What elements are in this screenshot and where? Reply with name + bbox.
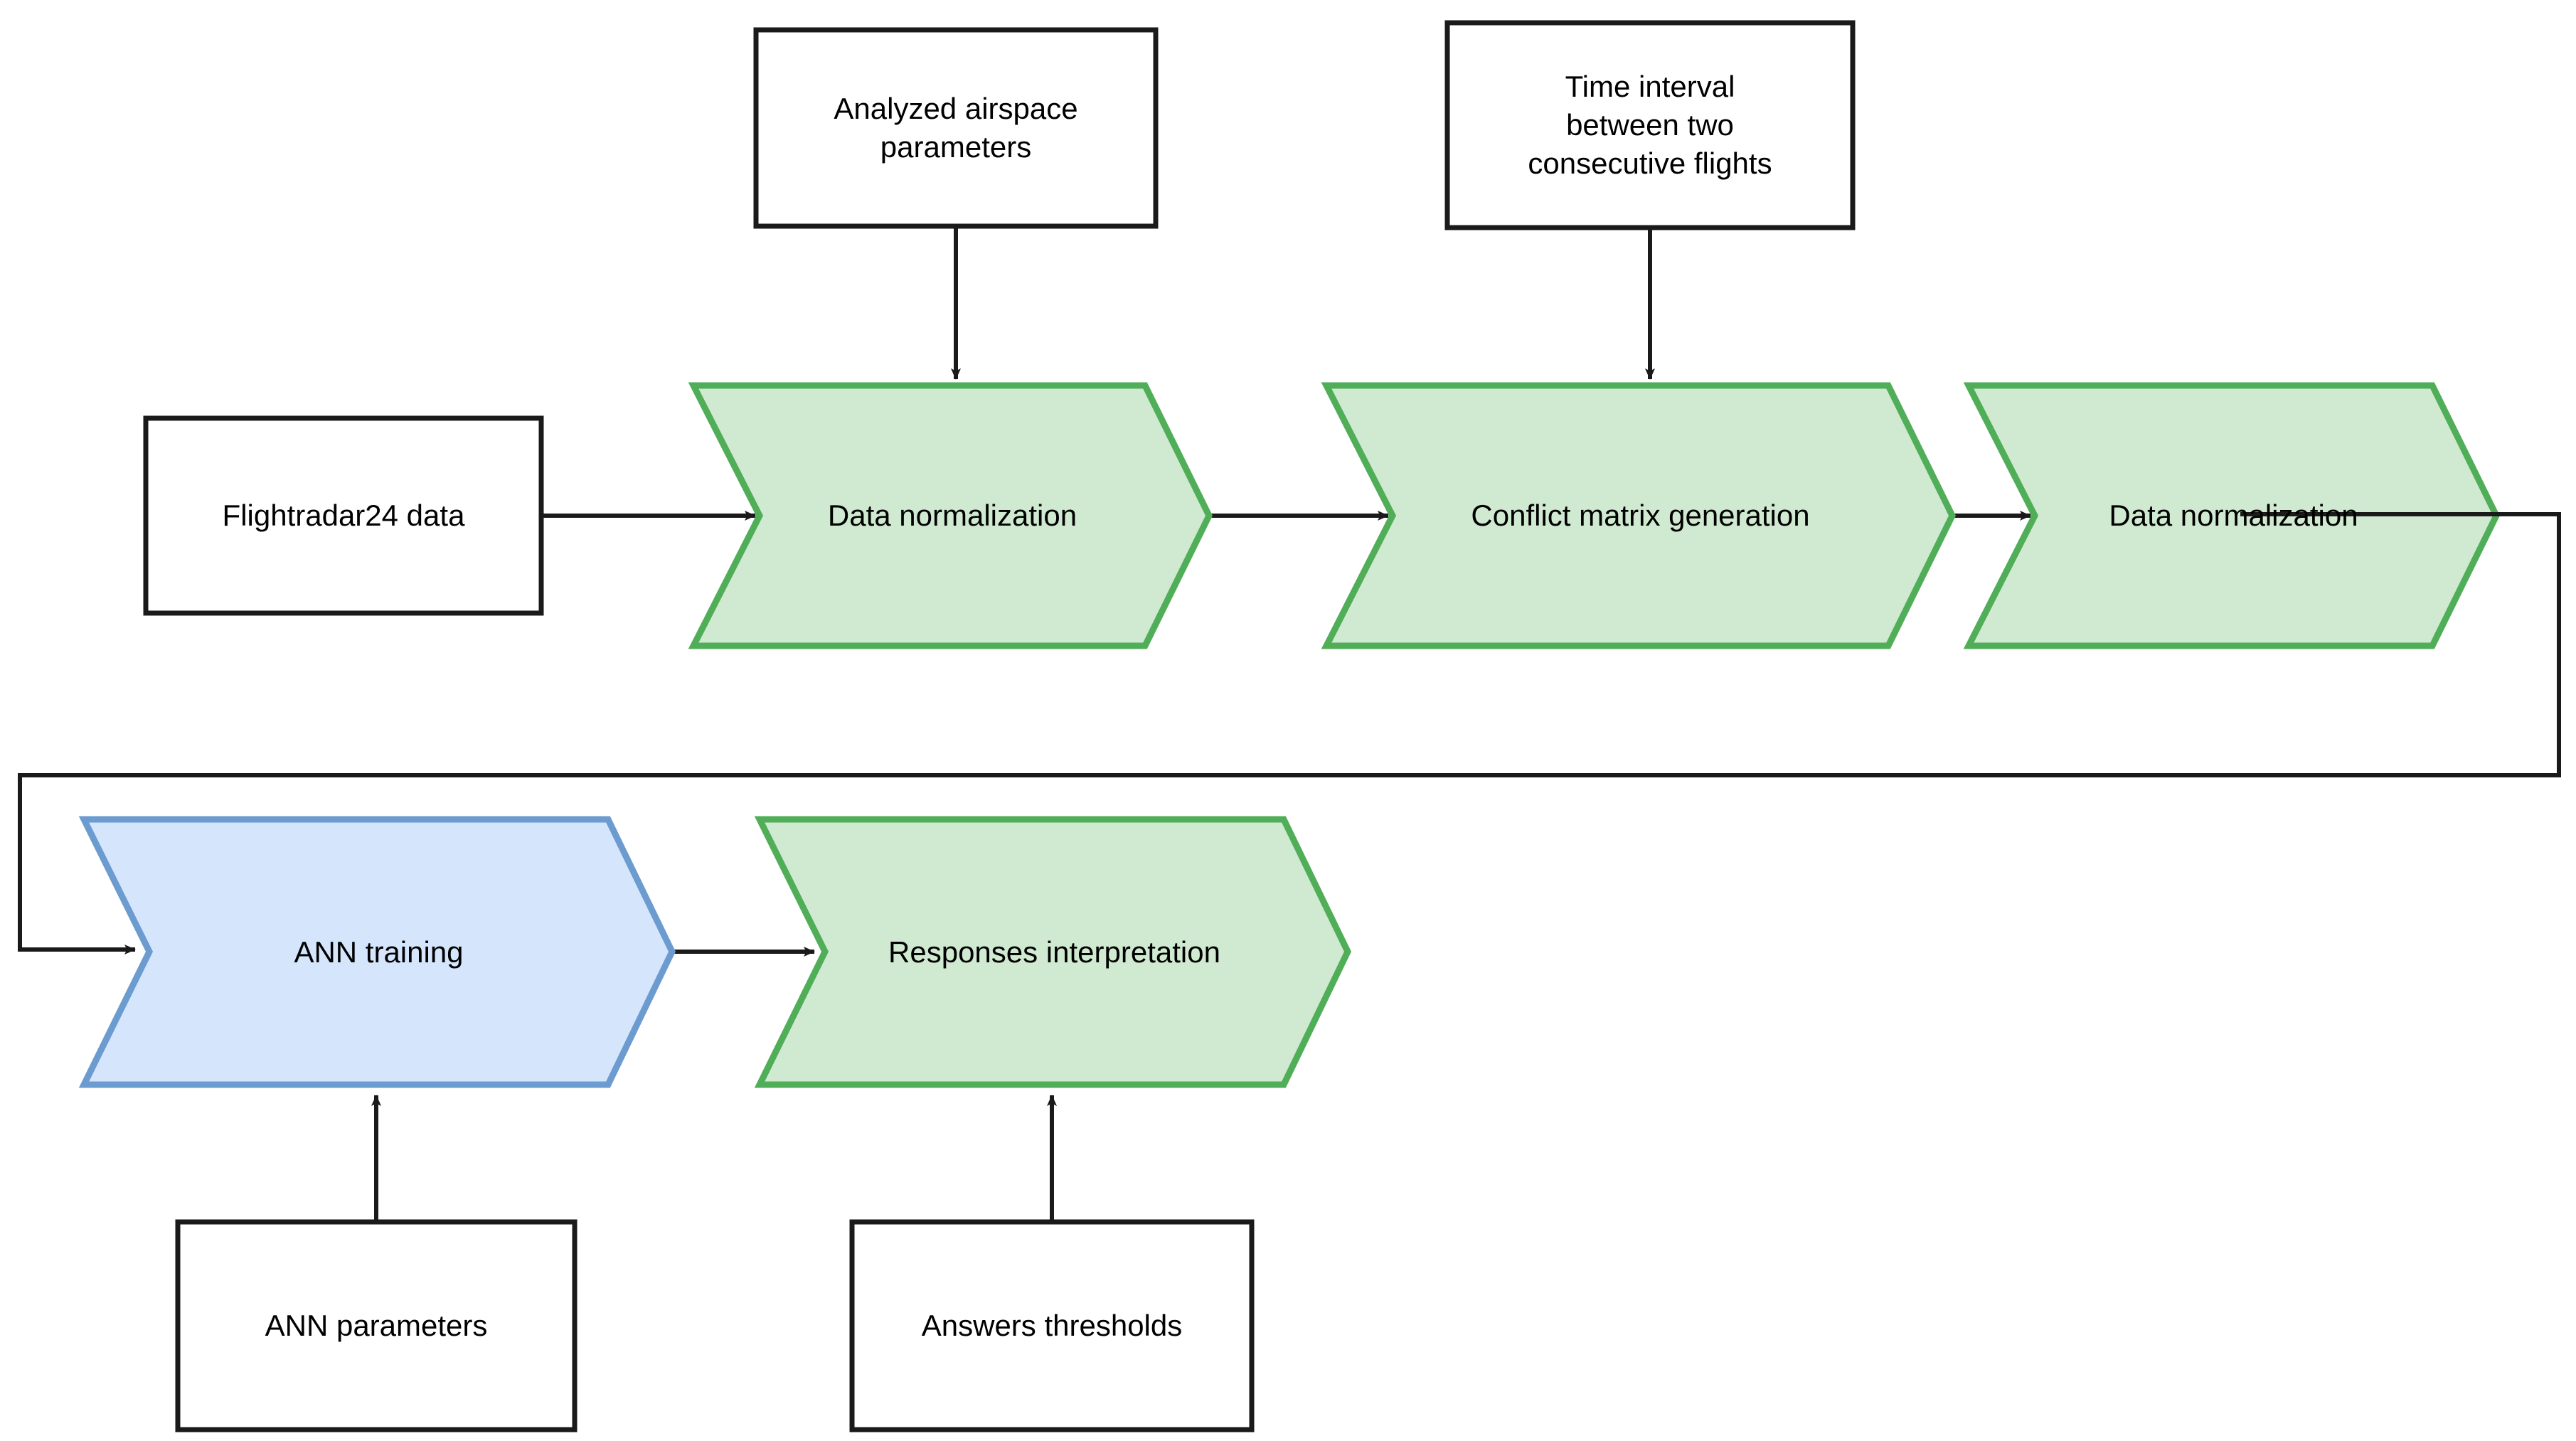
- node-conflict-matrix-generation[interactable]: [1321, 382, 1957, 649]
- node-data-normalization-1[interactable]: [688, 382, 1213, 649]
- node-time-interval-between-two-consecutive-flights[interactable]: [1444, 20, 1856, 230]
- node-responses-interpretation[interactable]: [754, 816, 1351, 1088]
- node-answers-thresholds[interactable]: [849, 1219, 1255, 1432]
- node-analyzed-airspace-parameters[interactable]: [753, 27, 1159, 229]
- node-ann-training[interactable]: [78, 816, 676, 1088]
- node-ann-parameters[interactable]: [175, 1219, 578, 1432]
- node-flightradar24-data[interactable]: [143, 415, 544, 616]
- node-data-normalization-2[interactable]: [1963, 382, 2501, 649]
